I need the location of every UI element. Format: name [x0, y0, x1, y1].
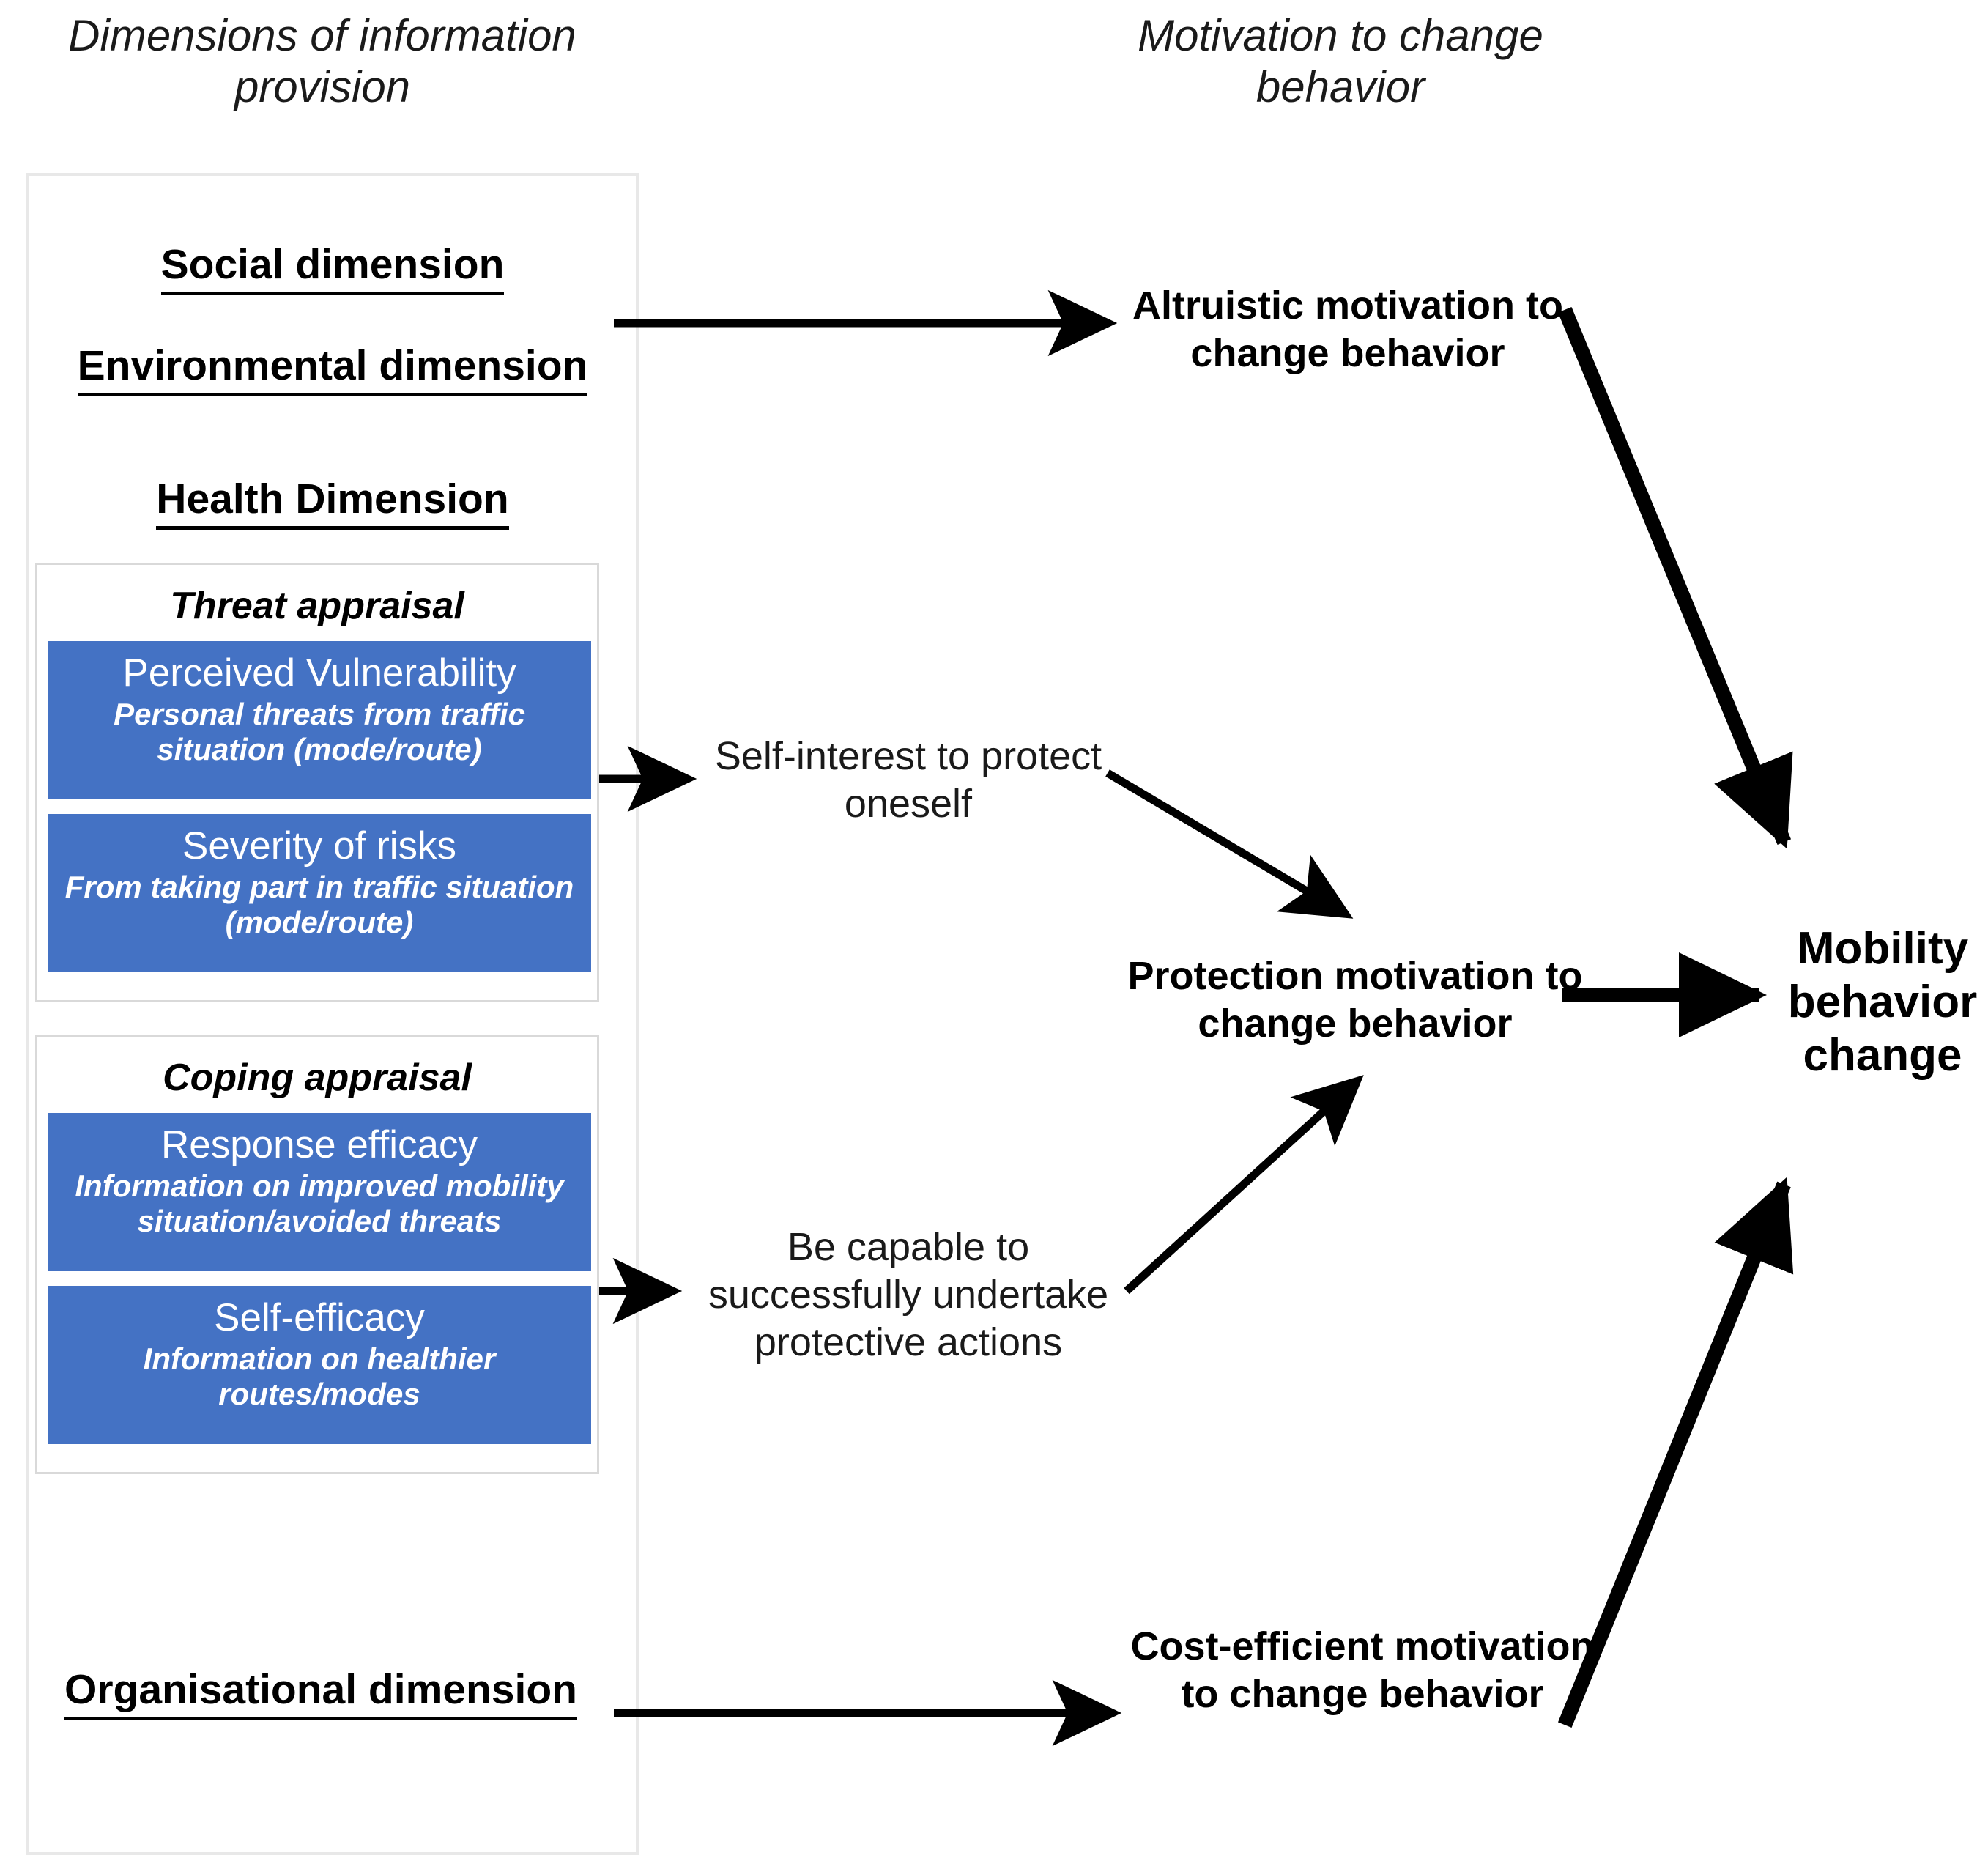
construct-box-perceived-vulnerability: Perceived Vulnerability Personal threats…	[48, 641, 591, 799]
coping-appraisal-title: Coping appraisal	[163, 1057, 472, 1099]
construct-box-self-efficacy: Self-efficacy Information on healthier r…	[48, 1286, 591, 1444]
threat-appraisal-title: Threat appraisal	[170, 585, 464, 627]
column-header-motivation: Motivation to change behavior	[1138, 11, 1543, 111]
dimension-label-environmental: Environmental dimension	[77, 342, 588, 396]
construct-subtitle-severity-of-risks: From taking part in traffic situation (m…	[64, 870, 574, 940]
mediator-be-capable: Be capable to successfully undertake pro…	[708, 1225, 1109, 1364]
motivation-protection: Protection motivation to change behavior	[1127, 954, 1583, 1046]
dimensions-frame	[26, 173, 639, 1855]
threat-appraisal-box: Threat appraisal Perceived Vulnerability…	[35, 563, 599, 1002]
motivation-altruistic: Altruistic motivation to change behavior	[1132, 284, 1563, 375]
dimension-heading-environmental: Environmental dimension	[34, 342, 631, 396]
dimension-label-social: Social dimension	[160, 241, 505, 295]
column-header-dimensions: Dimensions of information provision	[68, 11, 576, 111]
dimension-heading-health: Health Dimension	[34, 476, 631, 530]
dimension-heading-organisational: Organisational dimension	[22, 1666, 620, 1720]
arrow-cost-efficient-to-mobility	[1557, 1177, 1794, 1728]
motivation-cost-efficient: Cost-efficient motivation to change beha…	[1130, 1624, 1595, 1716]
construct-subtitle-perceived-vulnerability: Personal threats from traffic situation …	[114, 697, 525, 767]
construct-box-severity-of-risks: Severity of risks From taking part in tr…	[48, 814, 591, 972]
construct-title-response-efficacy: Response efficacy	[160, 1123, 478, 1166]
construct-title-self-efficacy: Self-efficacy	[214, 1296, 425, 1339]
dimension-heading-social: Social dimension	[34, 241, 631, 295]
coping-appraisal-box: Coping appraisal Response efficacy Infor…	[35, 1035, 599, 1474]
dimension-label-health: Health Dimension	[156, 476, 509, 530]
construct-subtitle-self-efficacy: Information on healthier routes/modes	[143, 1342, 496, 1412]
construct-title-perceived-vulnerability: Perceived Vulnerability	[122, 651, 516, 695]
arrow-altruistic-to-mobility	[1557, 306, 1793, 849]
arrow-be-capable-to-protection	[1124, 1075, 1364, 1295]
dimension-label-organisational: Organisational dimension	[64, 1666, 577, 1720]
outcome-mobility-behavior-change: Mobility behavior change	[1787, 923, 1978, 1081]
arrow-self-interest-to-protection	[1105, 769, 1354, 919]
construct-box-response-efficacy: Response efficacy Information on improve…	[48, 1113, 591, 1271]
construct-subtitle-response-efficacy: Information on improved mobility situati…	[75, 1169, 564, 1239]
construct-title-severity-of-risks: Severity of risks	[182, 824, 457, 867]
mediator-self-interest: Self-interest to protect oneself	[714, 734, 1102, 826]
